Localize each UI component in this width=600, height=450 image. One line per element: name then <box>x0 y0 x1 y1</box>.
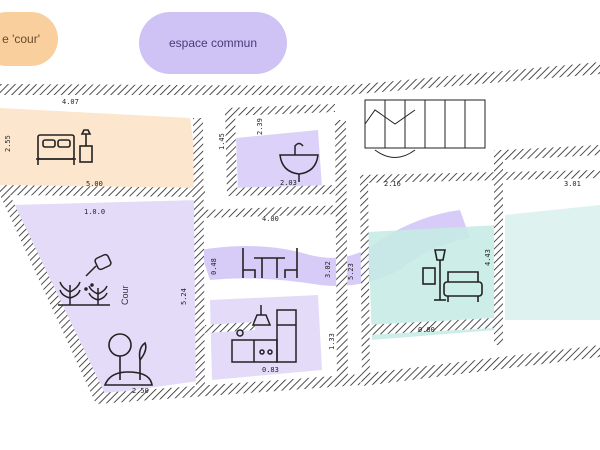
bedroom-zone <box>0 108 200 192</box>
dim-kitchen-small: 1.33 <box>328 333 336 350</box>
dim-cour-height: 5.24 <box>180 288 188 305</box>
bath-zone <box>236 130 322 192</box>
right-zone <box>505 205 600 320</box>
kitchen-icon <box>231 305 297 363</box>
cour-zone <box>10 200 205 395</box>
dim-kitchen-right: 3.02 <box>324 261 332 278</box>
sink-icon <box>279 142 319 182</box>
dim-kitchen-bottom: 0.83 <box>262 366 279 374</box>
dim-bedroom-bottom: 5.00 <box>86 180 103 188</box>
dining-table-icon <box>242 248 298 278</box>
bed-icon <box>36 129 93 165</box>
stairs-icon <box>364 99 486 158</box>
dim-living-left: 5.23 <box>347 263 355 280</box>
plants-icon <box>58 281 110 306</box>
dim-wc-side: 2.39 <box>256 118 264 135</box>
dim-kitchen-left: 0.48 <box>210 258 218 275</box>
legend-cour: e 'cour' <box>0 12 58 66</box>
dim-cour-top: 1.0.0 <box>84 208 105 216</box>
dim-kitchen-top: 4.00 <box>262 215 279 223</box>
legend-espace-commun: espace commun <box>139 12 287 74</box>
kitchen-zone <box>210 295 322 380</box>
dim-right-top: 3.01 <box>564 180 581 188</box>
dim-living-top: 2.16 <box>384 180 401 188</box>
walls <box>0 62 600 404</box>
cour-label: Cour <box>120 285 130 305</box>
dim-living-right: 4.43 <box>484 249 492 266</box>
dim-bedroom-top: 4.07 <box>62 98 79 106</box>
living-zone <box>368 225 500 340</box>
tree-icon <box>103 333 153 386</box>
watering-can-icon <box>84 253 112 291</box>
armchair-lamp-icon <box>422 249 483 302</box>
dim-cour-bottom: 2.50 <box>132 387 149 395</box>
dim-bedroom-height: 2.55 <box>4 135 12 152</box>
dim-wc-width: 1.45 <box>218 133 226 150</box>
dim-living-bottom: 0.00 <box>418 326 435 334</box>
dim-bath-bottom: 2.03 <box>280 179 297 187</box>
